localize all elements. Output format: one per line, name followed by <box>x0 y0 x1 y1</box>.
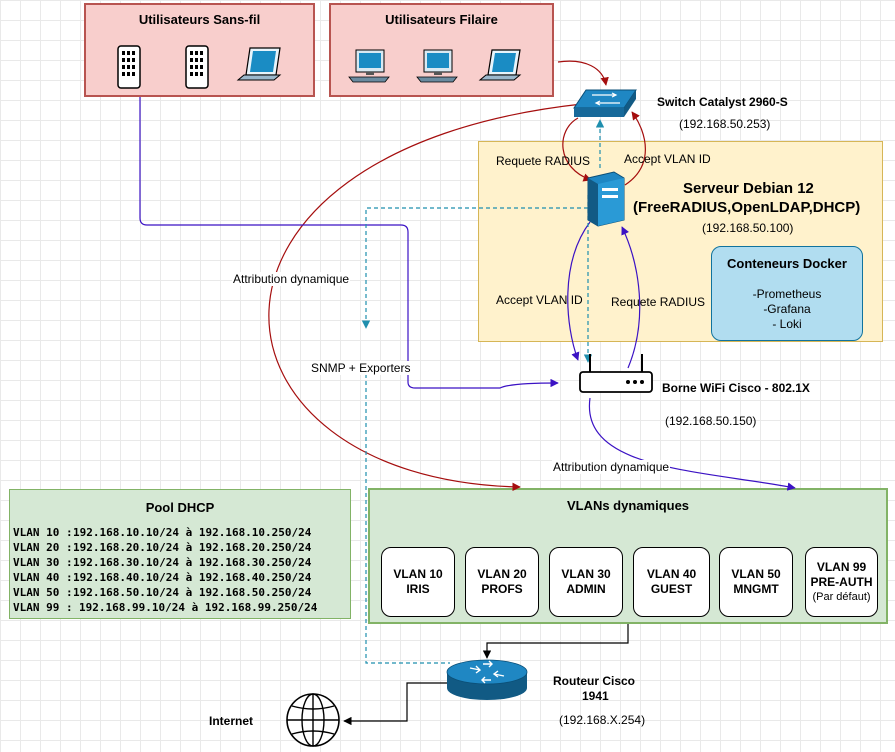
dhcp-pool-box: Pool DHCP VLAN 10 :192.168.10.10/24 à 19… <box>9 489 351 619</box>
edge-ap-to-vlans <box>588 397 796 491</box>
switch-ip: (192.168.50.253) <box>679 117 771 131</box>
router-ip: (192.168.X.254) <box>559 713 646 727</box>
wireless-users-group: Utilisateurs Sans-fil <box>84 3 315 97</box>
wired-users-title: Utilisateurs Filaire <box>385 12 498 27</box>
switch-icon <box>573 89 637 117</box>
docker-item-loki: - Loki <box>772 317 802 331</box>
edge-label-radius-request-bottom: Requete RADIUS <box>611 295 706 309</box>
wifi-router-icon <box>579 354 653 393</box>
wireless-users-title: Utilisateurs Sans-fil <box>138 12 261 27</box>
edge-label-snmp: SNMP + Exporters <box>310 361 412 375</box>
edge-label-dynamic-assignment-right: Attribution dynamique <box>552 460 671 474</box>
docker-items: -Prometheus -Grafana - Loki <box>712 287 862 332</box>
dhcp-pool-row: VLAN 40 :192.168.40.10/24 à 192.168.40.2… <box>13 571 312 584</box>
ap-ip: (192.168.50.150) <box>665 414 757 428</box>
internet-label: Internet <box>209 714 254 728</box>
dhcp-pool-row: VLAN 99 :192.168.99.10/24 à 192.168.99.2… <box>13 601 318 614</box>
router-icon <box>446 659 528 700</box>
edge-label-accept-vlan-bottom: Accept VLAN ID <box>496 293 583 307</box>
edge-label-accept-vlan-top: Accept VLAN ID <box>624 152 711 166</box>
edge-wired-to-switch <box>557 60 609 86</box>
docker-title: Conteneurs Docker <box>727 256 847 271</box>
docker-containers-box: Conteneurs Docker -Prometheus -Grafana -… <box>711 246 863 341</box>
server-ip: (192.168.50.100) <box>702 221 794 235</box>
edge-router-to-internet <box>343 682 452 726</box>
router-model: 1941 <box>582 689 609 703</box>
router-name: Routeur Cisco <box>553 674 636 688</box>
docker-item-grafana: -Grafana <box>763 302 811 316</box>
wired-users-group: Utilisateurs Filaire <box>329 3 554 97</box>
dhcp-pool-row: VLAN 50 :192.168.50.10/24 à 192.168.50.2… <box>13 586 312 599</box>
ap-name: Borne WiFi Cisco - 802.1X <box>662 381 810 395</box>
dhcp-pool-list: VLAN 10 :192.168.10.10/24 à 192.168.10.2… <box>13 525 317 615</box>
dhcp-pool-row: VLAN 20 :192.168.20.10/24 à 192.168.20.2… <box>13 541 312 554</box>
edge-label-radius-request-top: Requete RADIUS <box>496 154 591 168</box>
edge-label-dynamic-assignment-left: Attribution dynamique <box>232 272 351 286</box>
dhcp-pool-row: VLAN 10 :192.168.10.10/24 à 192.168.10.2… <box>13 526 312 539</box>
server-services: (FreeRADIUS,OpenLDAP,DHCP) <box>633 199 861 216</box>
edge-vlans-to-router <box>482 624 629 659</box>
dhcp-pool-row: VLAN 30 :192.168.30.10/24 à 192.168.30.2… <box>13 556 312 569</box>
dynamic-vlans-title: VLANs dynamiques <box>566 498 690 513</box>
switch-name: Switch Catalyst 2960-S <box>657 95 788 109</box>
dhcp-pool-title: Pool DHCP <box>145 500 215 515</box>
globe-icon <box>286 693 340 747</box>
server-title: Serveur Debian 12 <box>683 180 814 197</box>
docker-item-prometheus: -Prometheus <box>752 287 822 301</box>
